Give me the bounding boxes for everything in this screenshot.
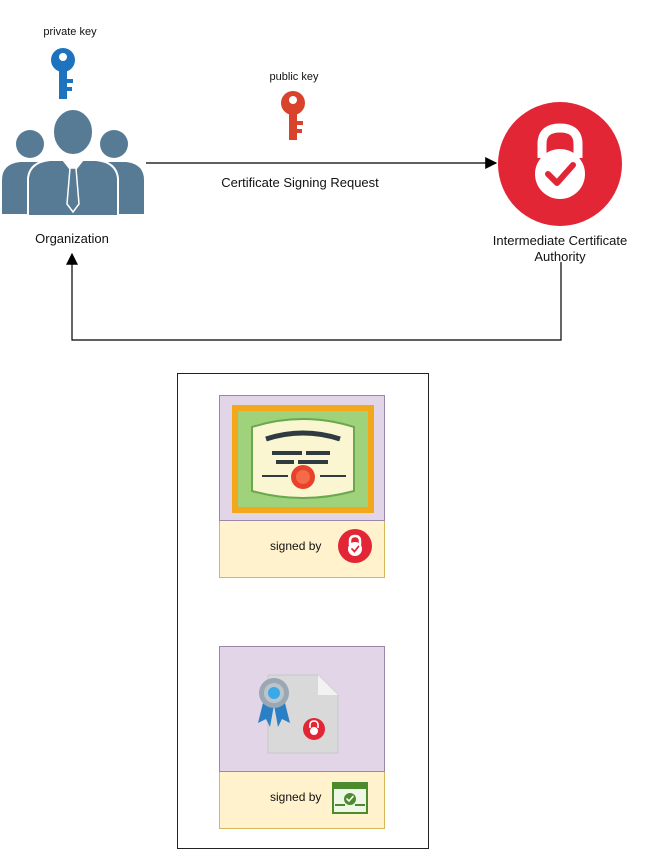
ica-label-line2: Authority — [534, 249, 586, 264]
certificate-card-footer: signed by — [219, 772, 385, 829]
browser-check-icon — [332, 782, 368, 814]
private-key-label: private key — [43, 26, 97, 38]
certificate-card-2: signed by — [219, 646, 385, 829]
lock-check-icon — [338, 529, 372, 563]
key-icon — [51, 48, 75, 99]
organization-label: Organization — [35, 231, 109, 246]
certificate-icon — [232, 405, 374, 513]
signed-by-label: signed by — [270, 539, 322, 553]
certificate-card-image-area — [219, 395, 385, 521]
certificate-card-footer: signed by — [219, 521, 385, 578]
ica-label-line1: Intermediate Certificate — [492, 233, 628, 248]
signed-by-label: signed by — [270, 790, 322, 804]
certificate-card-1: signed by — [219, 395, 385, 578]
return-arrow — [66, 252, 562, 341]
csr-label: Certificate Signing Request — [221, 175, 379, 190]
award-document-icon — [258, 674, 339, 754]
certificate-card-image-area — [219, 646, 385, 772]
lock-check-icon — [498, 102, 622, 226]
people-group-icon — [2, 108, 144, 217]
public-key-label: public key — [269, 71, 319, 83]
certificates-panel — [177, 373, 429, 849]
key-icon — [281, 91, 305, 140]
diagram-connectors — [66, 157, 562, 341]
ica-label: Intermediate Certificate Authority — [470, 233, 650, 265]
